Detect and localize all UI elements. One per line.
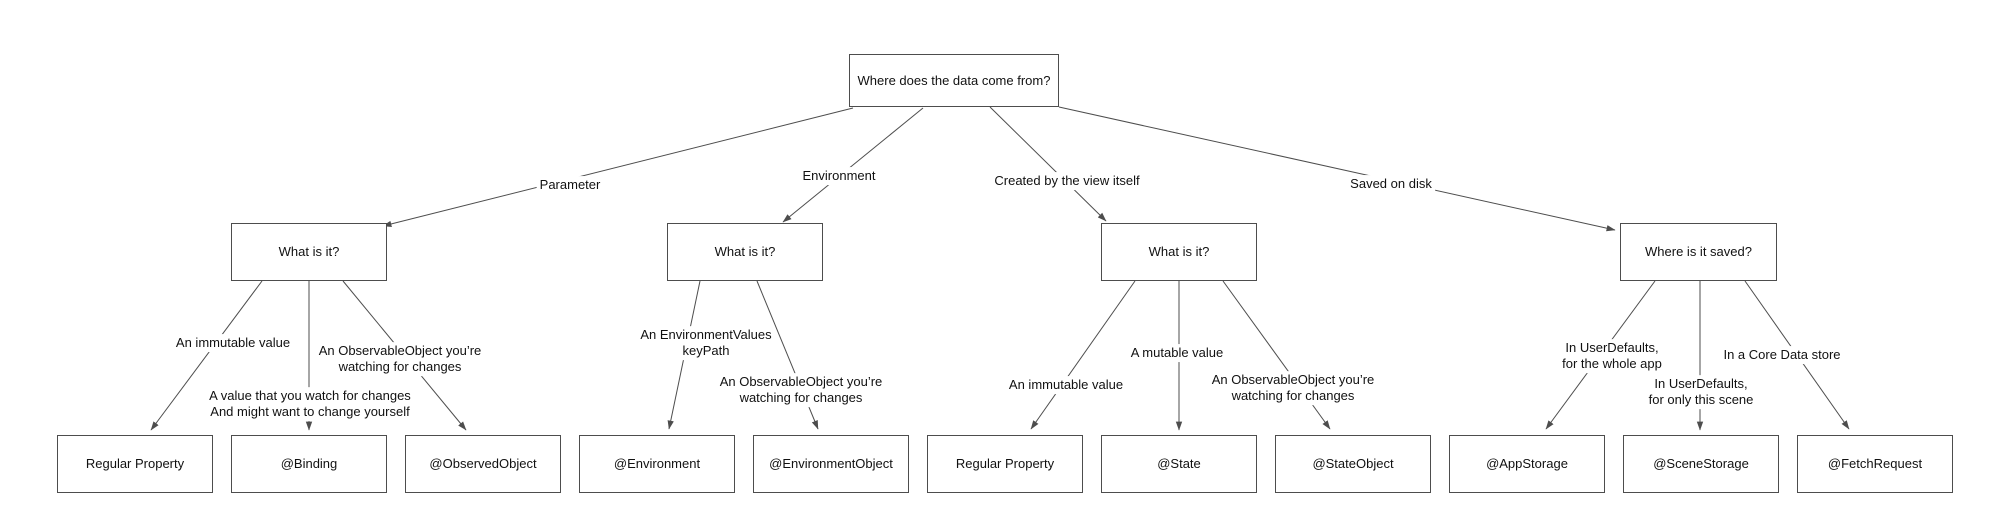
question-node-view-itself: What is it?: [1101, 223, 1257, 281]
edge-label-mutable-value: A mutable value: [1127, 344, 1227, 362]
leaf-node-environment: @Environment: [579, 435, 735, 493]
leaf-node-binding: @Binding: [231, 435, 387, 493]
leaf-node-state: @State: [1101, 435, 1257, 493]
question-node-where-saved: Where is it saved?: [1620, 223, 1777, 281]
leaf-node-environment-object: @EnvironmentObject: [753, 435, 909, 493]
edge-label-immutable-value-2: An immutable value: [1005, 376, 1127, 394]
edge-root-parameter: [382, 107, 854, 228]
edge-label-userdefaults-whole-app: In UserDefaults, for the whole app: [1559, 339, 1665, 373]
leaf-node-regular-property-1: Regular Property: [57, 435, 213, 493]
edge-label-observable-object-1: An ObservableObject you’re watching for …: [315, 342, 485, 376]
leaf-node-observed-object: @ObservedObject: [405, 435, 561, 493]
root-node: Where does the data come from?: [849, 54, 1059, 107]
edge-label-saved-on-disk: Saved on disk: [1347, 175, 1435, 193]
edge-root-saved-on-disk: [1058, 106, 1616, 232]
leaf-node-scene-storage: @SceneStorage: [1623, 435, 1779, 493]
question-node-environment: What is it?: [667, 223, 823, 281]
edge-label-value-you-watch: A value that you watch for changes And m…: [206, 387, 414, 421]
edge-immutable-to-regular-property-1: [150, 280, 263, 431]
edge-label-observable-object-3: An ObservableObject you’re watching for …: [1208, 371, 1378, 405]
leaf-node-app-storage: @AppStorage: [1449, 435, 1605, 493]
edge-label-created-by-view: Created by the view itself: [991, 172, 1143, 190]
edge-label-parameter: Parameter: [536, 176, 604, 194]
edge-label-environment: Environment: [799, 167, 879, 185]
edge-label-immutable-value-1: An immutable value: [172, 334, 294, 352]
edge-root-environment: [782, 107, 924, 223]
edge-label-environmentvalues-keypath: An EnvironmentValues keyPath: [637, 326, 775, 360]
edge-label-userdefaults-this-scene: In UserDefaults, for only this scene: [1645, 375, 1757, 409]
leaf-node-regular-property-2: Regular Property: [927, 435, 1083, 493]
edge-root-created-by-view: [989, 106, 1107, 222]
question-node-parameter: What is it?: [231, 223, 387, 281]
edge-observable-to-state-object: [1222, 280, 1331, 430]
edge-label-core-data-store: In a Core Data store: [1720, 346, 1844, 364]
leaf-node-fetch-request: @FetchRequest: [1797, 435, 1953, 493]
edge-immutable-to-regular-property-2: [1030, 280, 1136, 430]
leaf-node-state-object: @StateObject: [1275, 435, 1431, 493]
edge-label-observable-object-2: An ObservableObject you’re watching for …: [716, 373, 886, 407]
